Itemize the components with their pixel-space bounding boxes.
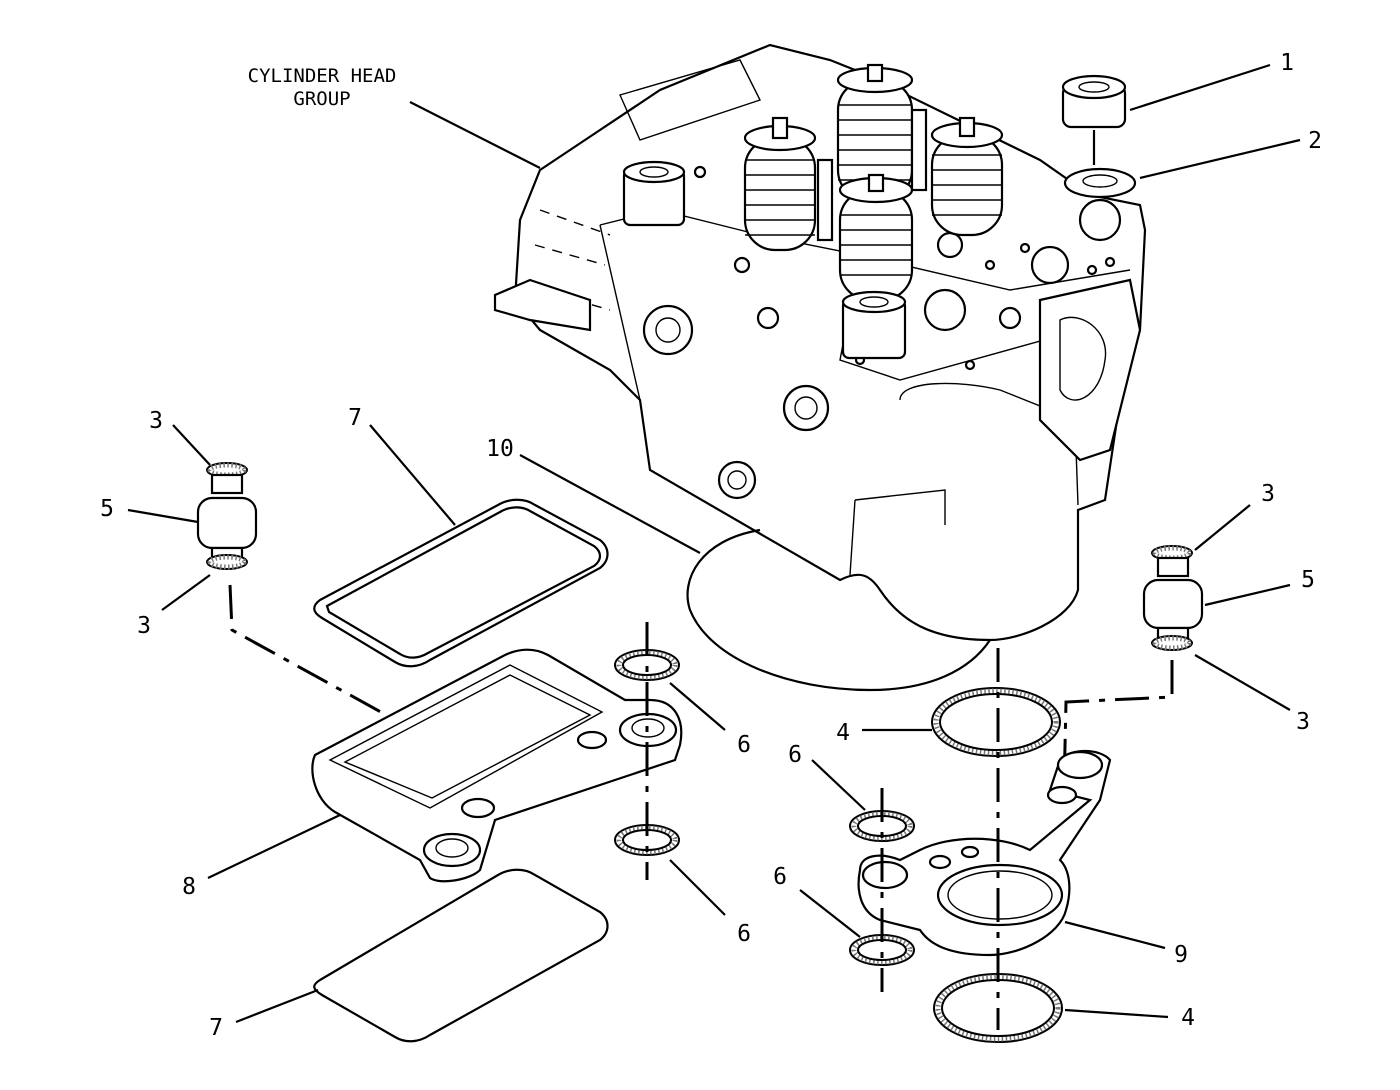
pushrod-tube-left xyxy=(816,158,834,242)
part-1-sleeve xyxy=(1061,74,1127,129)
part-10-gasket xyxy=(686,528,991,692)
part-2-washer xyxy=(1063,167,1137,199)
callout-4-top: 4 xyxy=(836,720,850,746)
callout-6-right-top: 6 xyxy=(788,742,802,768)
left-spacer-stack xyxy=(196,462,258,570)
valve-spring-front-center xyxy=(838,173,914,302)
injector-sleeve-left xyxy=(622,160,686,227)
callout-3-left-bottom: 3 xyxy=(137,613,151,639)
injector-sleeve-front xyxy=(841,290,907,360)
callout-3-right-bottom: 3 xyxy=(1296,709,1310,735)
callout-5-left: 5 xyxy=(100,496,114,522)
diagram-title-line-1: CYLINDER HEAD xyxy=(248,65,397,87)
valve-spring-group xyxy=(622,63,1004,360)
part-7-gasket-top-inner xyxy=(325,506,602,659)
callout-8: 8 xyxy=(182,874,196,900)
callout-6-right-bottom: 6 xyxy=(773,864,787,890)
part-4-ring-top xyxy=(931,687,1061,757)
part-4-ring-bottom xyxy=(933,973,1063,1043)
part-6-seal-right-top xyxy=(849,810,915,842)
callout-5-right: 5 xyxy=(1301,567,1315,593)
part-6-seal-left-top xyxy=(614,649,680,681)
callout-1: 1 xyxy=(1280,50,1294,76)
callout-3-right-top: 3 xyxy=(1261,481,1275,507)
part-7-gasket-bottom xyxy=(313,868,609,1043)
title-leader-line xyxy=(409,101,541,169)
pushrod-tube-right xyxy=(910,108,928,192)
callout-2: 2 xyxy=(1308,128,1322,154)
callout-9: 9 xyxy=(1174,942,1188,968)
right-alignment-path xyxy=(1062,660,1174,791)
valve-spring-rear-right xyxy=(930,116,1004,237)
part-6-seal-right-bottom xyxy=(849,934,915,966)
callout-4-bottom: 4 xyxy=(1181,1005,1195,1031)
part-7-gasket-top xyxy=(313,498,609,668)
callout-3-left-top: 3 xyxy=(149,408,163,434)
left-alignment-path xyxy=(228,584,472,806)
cylinder-head-assembly xyxy=(493,43,1147,642)
callout-7-bottom: 7 xyxy=(209,1015,223,1041)
part-9-elbow xyxy=(857,749,1112,957)
callout-labels: 1 2 3 5 3 7 10 3 5 3 6 4 6 6 8 6 9 7 4 xyxy=(100,50,1322,1041)
callout-10: 10 xyxy=(486,436,514,462)
callout-6-left-bottom: 6 xyxy=(737,921,751,947)
valve-spring-rear-left xyxy=(743,116,817,252)
right-spacer-stack xyxy=(1142,545,1204,651)
callout-6-left-top: 6 xyxy=(737,732,751,758)
leader-lines xyxy=(127,63,1301,1024)
diagram-title-line-2: GROUP xyxy=(293,88,350,110)
callout-7-top: 7 xyxy=(348,405,362,431)
